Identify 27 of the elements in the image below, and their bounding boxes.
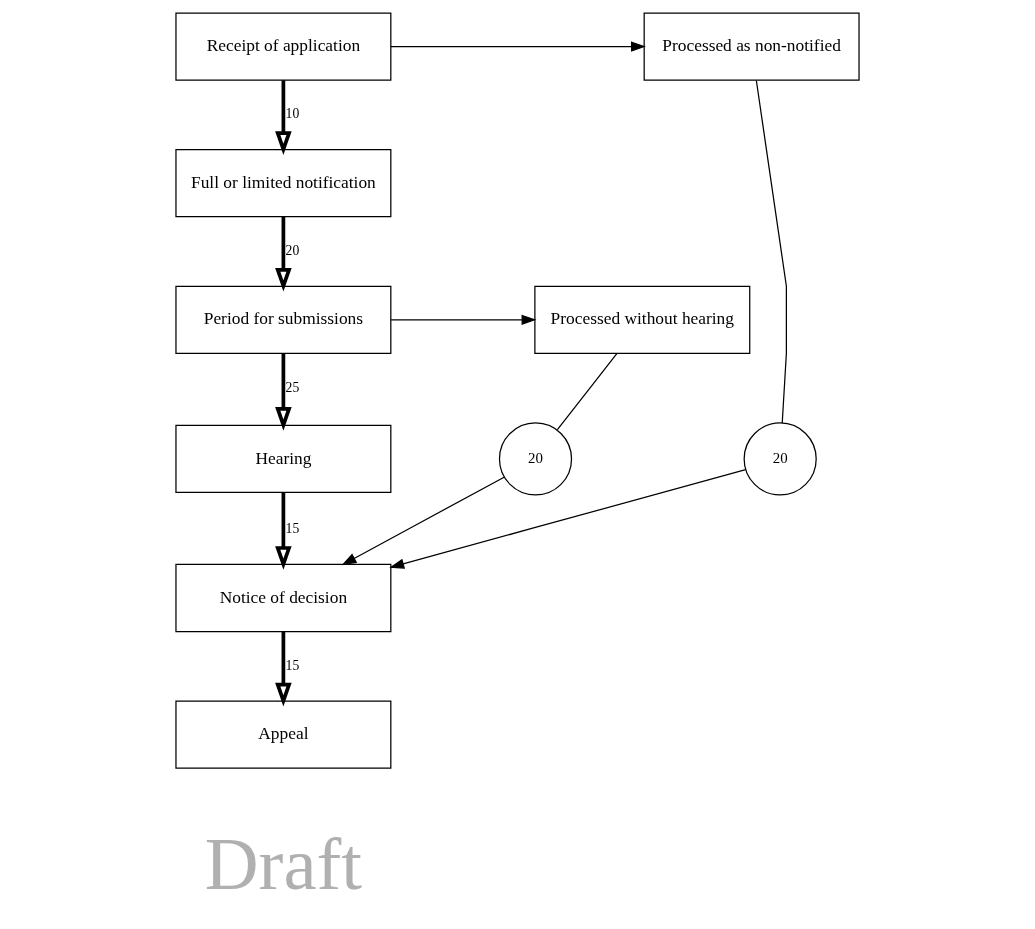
node-box: Hearing [175,424,392,494]
connector [556,352,618,431]
arrow [275,216,292,292]
arrow [275,353,292,431]
node-box: Appeal [175,700,392,769]
node-circle: 20 [743,422,817,496]
label: Draft [204,822,362,905]
arrow [341,476,505,566]
edge-label: 20 [285,242,300,258]
node-box: Receipt of application [175,12,392,81]
node-box: Notice of decision [175,563,392,633]
edge-label: 15 [285,521,300,537]
node-circle: 20 [498,422,573,496]
node-box: Full or limited notification [175,149,392,218]
edge-label: 25 [285,379,300,395]
connector [755,79,787,424]
arrow [389,469,747,569]
node-box: Processed without hearing [534,285,751,354]
arrow [275,80,292,155]
arrow [390,41,646,52]
arrow [390,314,537,326]
node-box: Processed as non-notified [643,12,860,81]
arrow [275,631,292,707]
edge-label: 15 [285,657,300,673]
node-box: Period for submissions [175,285,392,354]
arrow [275,492,292,570]
edge-label: 10 [285,106,300,122]
